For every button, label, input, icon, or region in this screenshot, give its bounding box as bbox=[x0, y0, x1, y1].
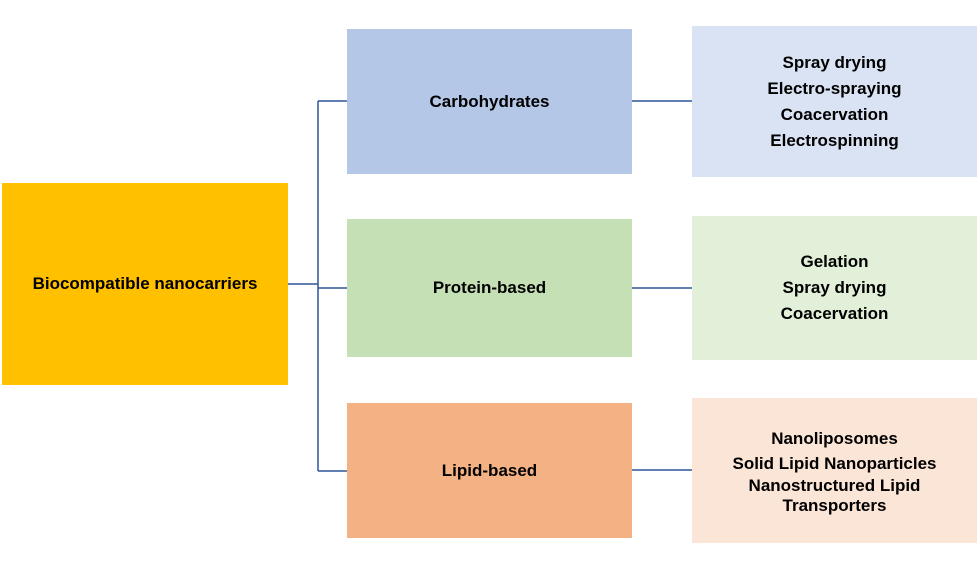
root-node: Biocompatible nanocarriers bbox=[2, 183, 288, 385]
method-item: Spray drying bbox=[782, 278, 887, 297]
methods-protein-based: Gelation Spray drying Coacervation bbox=[692, 216, 977, 360]
method-item: Coacervation bbox=[780, 104, 889, 124]
category-label: Carbohydrates bbox=[429, 91, 550, 111]
category-lipid-based: Lipid-based bbox=[347, 403, 632, 538]
method-item: Nanoliposomes bbox=[771, 428, 898, 448]
method-item: Spray drying bbox=[782, 52, 887, 72]
method-item: Transporters bbox=[782, 495, 887, 515]
method-item: Gelation bbox=[800, 252, 869, 271]
method-item: Electrospinning bbox=[770, 130, 899, 150]
method-item: Coacervation bbox=[780, 304, 889, 323]
category-label: Lipid-based bbox=[441, 460, 538, 480]
method-item: Solid Lipid Nanoparticles bbox=[732, 453, 937, 473]
method-item: Nanostructured Lipid bbox=[748, 475, 921, 495]
root-label: Biocompatible nanocarriers bbox=[32, 274, 258, 293]
category-label: Protein-based bbox=[432, 278, 547, 297]
methods-carbohydrates: Spray drying Electro-spraying Coacervati… bbox=[692, 26, 977, 177]
category-protein-based: Protein-based bbox=[347, 219, 632, 357]
category-carbohydrates: Carbohydrates bbox=[347, 29, 632, 174]
method-item: Electro-spraying bbox=[767, 78, 902, 98]
methods-lipid-based: Nanoliposomes Solid Lipid Nanoparticles … bbox=[692, 398, 977, 543]
